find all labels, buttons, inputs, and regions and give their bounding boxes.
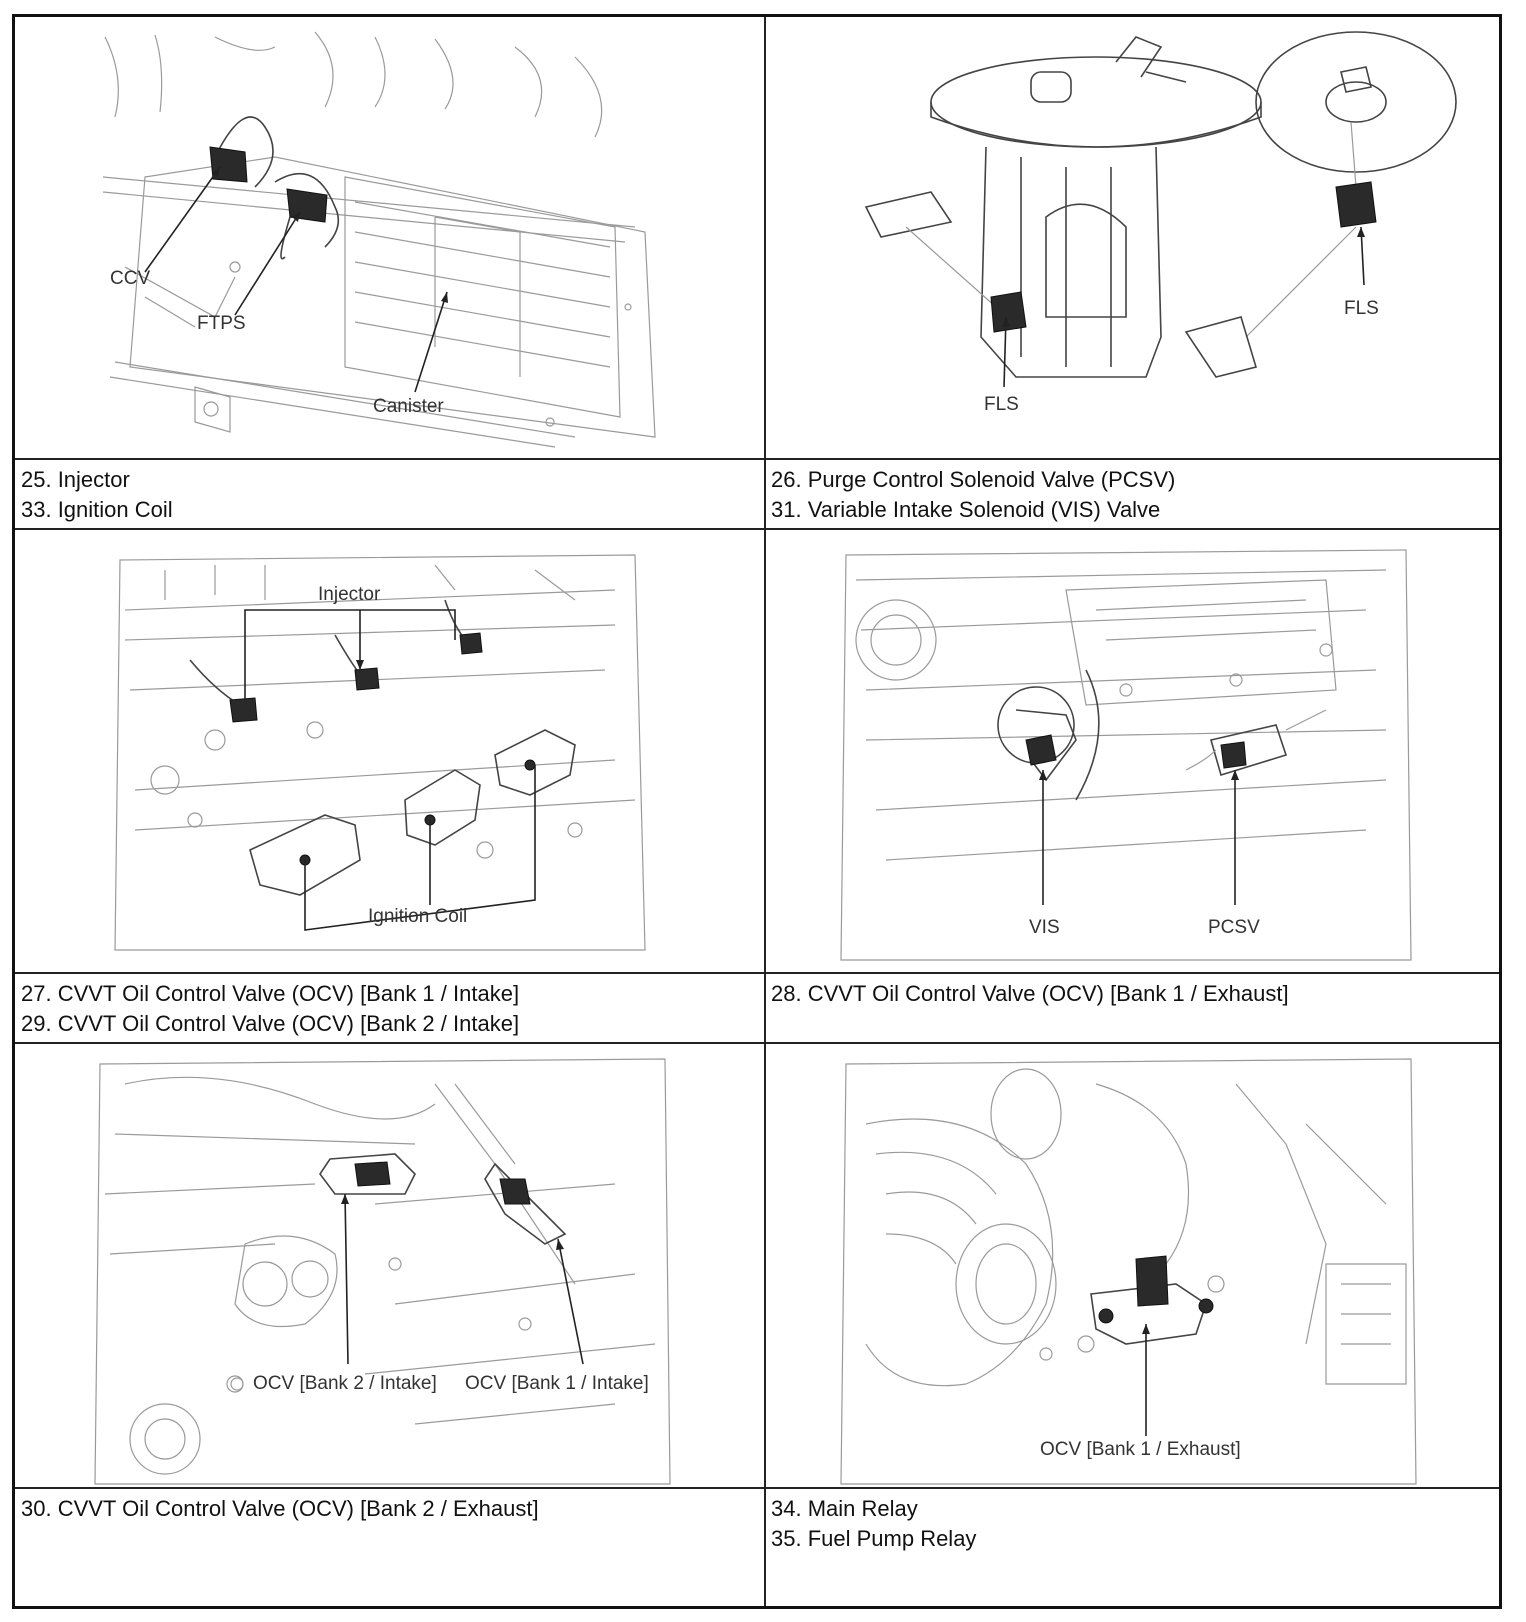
- caption-line: 29. CVVT Oil Control Valve (OCV) [Bank 2…: [21, 1011, 520, 1036]
- caption-line: 31. Variable Intake Solenoid (VIS) Valve: [771, 497, 1161, 522]
- caption-line: 35. Fuel Pump Relay: [771, 1526, 977, 1551]
- canister-illustration: CCV FTPS Canister: [102, 31, 656, 448]
- caption-row3-left: 30. CVVT Oil Control Valve (OCV) [Bank 2…: [21, 1494, 539, 1524]
- caption-row2-left: 27. CVVT Oil Control Valve (OCV) [Bank 1…: [21, 979, 519, 1039]
- ignition-coil-label: Ignition Coil: [368, 906, 467, 927]
- caption-row1-right: 26. Purge Control Solenoid Valve (PCSV) …: [771, 465, 1175, 525]
- caption-row2-right: 28. CVVT Oil Control Valve (OCV) [Bank 1…: [771, 979, 1289, 1009]
- caption-line: 26. Purge Control Solenoid Valve (PCSV): [771, 467, 1176, 492]
- ocv-bank1-intake-label: OCV [Bank 1 / Intake]: [465, 1373, 649, 1394]
- caption-line: 30. CVVT Oil Control Valve (OCV) [Bank 2…: [21, 1496, 539, 1521]
- caption-row1-left: 25. Injector 33. Ignition Coil: [21, 465, 173, 525]
- caption-line: 33. Ignition Coil: [21, 497, 173, 522]
- caption-line: 25. Injector: [21, 467, 130, 492]
- caption-row3-right: 34. Main Relay 35. Fuel Pump Relay: [771, 1494, 976, 1554]
- fls-right-label: FLS: [1344, 298, 1379, 319]
- ocv-bank2-intake-label: OCV [Bank 2 / Intake]: [253, 1373, 437, 1394]
- row-divider: [15, 972, 1499, 974]
- caption-line: 28. CVVT Oil Control Valve (OCV) [Bank 1…: [771, 981, 1289, 1006]
- canister-label: Canister: [373, 396, 444, 417]
- ccv-label: CCV: [110, 268, 150, 289]
- row-divider: [15, 458, 1499, 460]
- caption-line: 34. Main Relay: [771, 1496, 918, 1521]
- pcsv-label: PCSV: [1208, 917, 1260, 938]
- component-location-sheet: CCV FTPS Canister FLS FLS 25. Injector 3…: [12, 14, 1502, 1609]
- fls-left-label: FLS: [984, 394, 1019, 415]
- injector-coil-illustration: Injector Ignition Coil: [114, 554, 646, 951]
- vis-pcsv-illustration: VIS PCSV: [840, 549, 1412, 961]
- ocv-intake-illustration: OCV [Bank 2 / Intake] OCV [Bank 1 / Inta…: [94, 1058, 671, 1485]
- ocv-bank1-exhaust-label: OCV [Bank 1 / Exhaust]: [1040, 1439, 1241, 1460]
- column-divider: [764, 17, 766, 1606]
- caption-line: 27. CVVT Oil Control Valve (OCV) [Bank 1…: [21, 981, 520, 1006]
- row-divider: [15, 528, 1499, 530]
- vis-label: VIS: [1029, 917, 1060, 938]
- ocv-exhaust-illustration: OCV [Bank 1 / Exhaust]: [840, 1058, 1417, 1485]
- row-divider: [15, 1487, 1499, 1489]
- injector-label: Injector: [318, 584, 381, 605]
- fuel-pump-illustration: FLS FLS: [864, 31, 1457, 415]
- row-divider: [15, 1042, 1499, 1044]
- ftps-label: FTPS: [197, 313, 246, 334]
